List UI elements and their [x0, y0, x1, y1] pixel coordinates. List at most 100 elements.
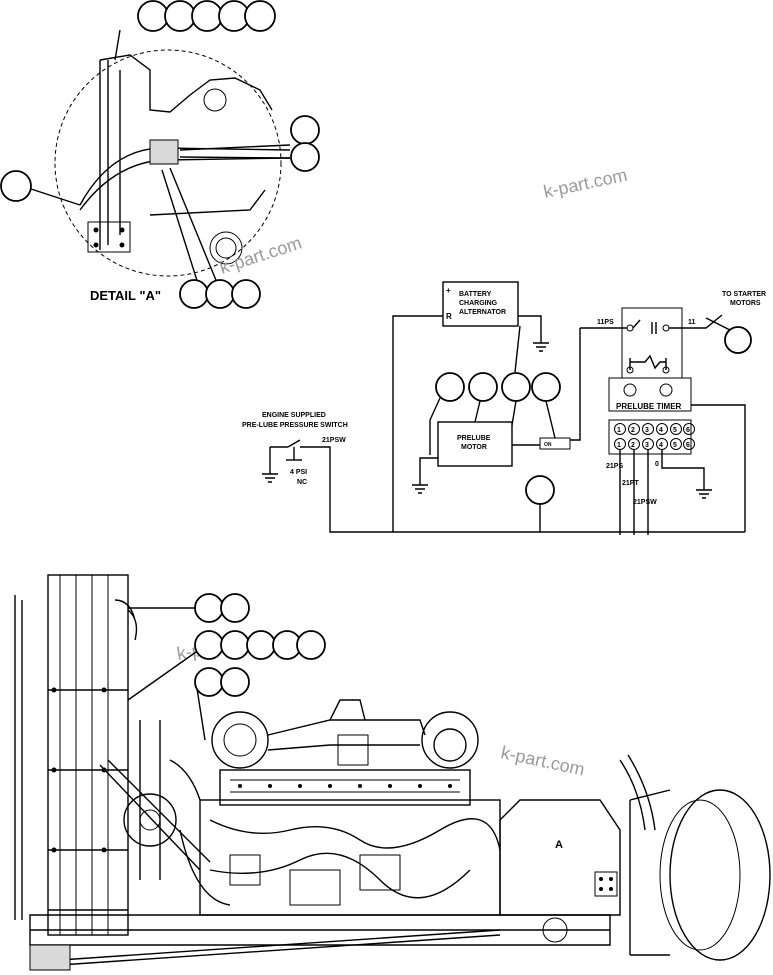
callout-balloon[interactable]	[435, 372, 465, 402]
callout-balloon[interactable]	[290, 115, 320, 145]
callout-balloon[interactable]	[231, 279, 261, 309]
drain-fitting	[29, 944, 71, 971]
ground-symbol	[262, 473, 278, 483]
wire-label-0: 0	[655, 461, 659, 468]
detail-plate	[87, 221, 131, 253]
wiring-harness	[209, 818, 501, 851]
terminal-number: 2	[631, 442, 635, 449]
detail-bolt-hole	[203, 88, 227, 112]
callout-balloon[interactable]	[244, 0, 276, 32]
detail-housing-outline	[99, 54, 273, 113]
terminal-row-bottom: 1 2 3 4 5 6	[614, 438, 695, 450]
terminal-number: 3	[645, 427, 649, 434]
callout-balloon[interactable]	[468, 372, 498, 402]
engine-assembly-view: A	[14, 574, 771, 971]
flywheel-housing	[499, 799, 621, 916]
alternator-label-line: CHARGING	[459, 300, 498, 307]
prelube-relay-label: ON	[544, 442, 552, 448]
callout-balloon[interactable]	[501, 372, 531, 402]
callout-balloon[interactable]	[220, 630, 250, 660]
callout-balloon[interactable]	[0, 170, 32, 202]
terminal-number: 4	[659, 427, 663, 434]
callout-balloon[interactable]	[137, 0, 169, 32]
relay-coil	[629, 354, 667, 370]
detail-pipe	[99, 60, 121, 250]
engine-block	[199, 799, 501, 916]
watermark: k-part.com	[499, 742, 586, 779]
alternator-label-line: BATTERY	[459, 291, 492, 298]
callout-balloon[interactable]	[179, 279, 209, 309]
ecm-module	[229, 854, 261, 886]
relay-contact	[632, 319, 657, 334]
callout-balloon[interactable]	[194, 667, 224, 697]
callout-balloon[interactable]	[290, 142, 320, 172]
fan-pulley	[123, 793, 177, 847]
detail-a-view	[27, 49, 291, 291]
alternator-terminal-plus: +	[446, 286, 451, 295]
junction-box	[594, 871, 618, 897]
breather-tube	[619, 754, 656, 831]
terminal-row-top: 1 2 3 4 5 6	[614, 423, 695, 435]
starter-motor	[359, 854, 401, 891]
callout-balloon[interactable]	[296, 630, 326, 660]
support-strut	[99, 759, 211, 871]
terminal-number: 6	[686, 442, 690, 449]
callout-balloon[interactable]	[205, 279, 235, 309]
detail-balloons	[0, 0, 320, 309]
pressure-switch-label-line: ENGINE SUPPLIED	[262, 412, 326, 419]
terminal-number: 5	[673, 442, 677, 449]
alternator-terminal-r: R	[446, 312, 452, 321]
prelube-timer-box	[608, 377, 692, 412]
callout-balloon[interactable]	[194, 630, 224, 660]
prelube-motor-label-line: MOTOR	[461, 444, 487, 451]
wire-label-11ps: 11PS	[597, 319, 614, 326]
detail-leader-left	[27, 187, 81, 206]
psi-label-line: 4 PSI	[290, 469, 307, 476]
valve-cover-bolts	[238, 784, 452, 788]
terminal-number: 5	[673, 427, 677, 434]
detail-gauge	[209, 231, 243, 265]
turbocharger-right	[421, 711, 479, 769]
callout-balloon[interactable]	[220, 593, 250, 623]
callout-balloon[interactable]	[531, 372, 561, 402]
callout-balloon[interactable]	[246, 630, 276, 660]
callout-balloon[interactable]	[164, 0, 196, 32]
to-starter-label-line: TO STARTER	[722, 291, 766, 298]
callout-balloon[interactable]	[220, 667, 250, 697]
pressure-switch-contact	[287, 439, 301, 460]
engine-balloons	[194, 593, 326, 697]
psi-label-line: NC	[297, 479, 307, 486]
alternator-label-line: ALTERNATOR	[459, 309, 506, 316]
detail-a-label: DETAIL "A"	[90, 288, 161, 303]
wire-label-11: 11	[688, 319, 696, 326]
terminal-number: 1	[617, 442, 621, 449]
wiring-schematic: BATTERY CHARGING ALTERNATOR + R 11PS 11 …	[242, 281, 766, 535]
detail-connector	[149, 139, 179, 165]
timer-terminal-strip	[608, 419, 692, 455]
wire-label-21ps: 21PS	[606, 463, 623, 470]
prelube-timer-label: PRELUBE TIMER	[616, 402, 682, 411]
terminal-number: 6	[686, 427, 690, 434]
watermark: k-part.com	[542, 165, 629, 202]
wire-label-21pt: 21PT	[622, 480, 639, 487]
prelube-motor-label-line: PRELUBE	[457, 435, 491, 442]
callout-balloon[interactable]	[525, 475, 555, 505]
terminal-number: 1	[617, 427, 621, 434]
terminal-number: 3	[645, 442, 649, 449]
detail-leader-lines	[161, 167, 221, 291]
callout-balloon[interactable]	[194, 593, 224, 623]
ground-symbol	[696, 489, 712, 499]
radiator-hose	[114, 599, 138, 641]
callout-balloon[interactable]	[724, 326, 752, 354]
mount-bolt	[542, 917, 568, 943]
detail-a-boundary	[54, 49, 282, 277]
callout-balloon[interactable]	[191, 0, 223, 32]
detail-leader-right	[179, 144, 291, 159]
marker-a: A	[555, 839, 563, 851]
turbocharger-left	[211, 711, 269, 769]
terminal-number: 4	[659, 442, 663, 449]
to-starter-label-line: MOTORS	[730, 300, 761, 307]
intake-crossover	[267, 719, 426, 751]
terminal-number: 2	[631, 427, 635, 434]
